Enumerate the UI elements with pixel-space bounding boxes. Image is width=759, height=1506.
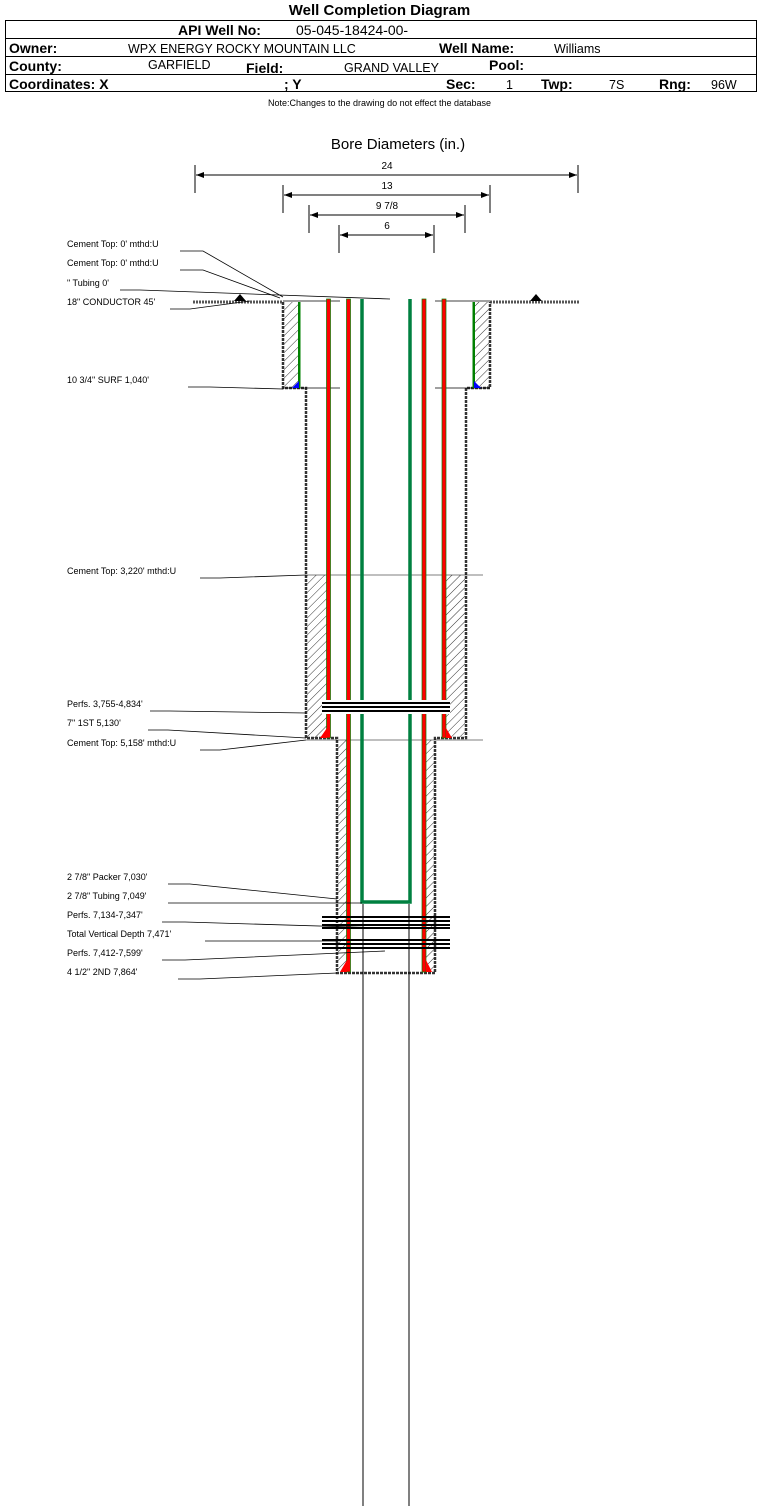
label-cement-top-0-b: Cement Top: 0' mthd:U (67, 258, 159, 268)
bore-dimension-label: 6 (384, 221, 390, 232)
cement (284, 302, 489, 972)
owner-row: Owner: WPX ENERGY ROCKY MOUNTAIN LLC Wel… (6, 39, 756, 57)
well-info-table: API Well No: 05-045-18424-00- Owner: WPX… (5, 20, 757, 92)
label-perfs-3: Perfs. 7,412-7,599' (67, 948, 143, 958)
label-cement-top-3220: Cement Top: 3,220' mthd:U (67, 566, 176, 576)
label-conductor: 18" CONDUCTOR 45' (67, 297, 156, 307)
label-perfs-1: Perfs. 3,755-4,834' (67, 699, 143, 709)
leader-lines (120, 250, 391, 980)
sec-value: 1 (506, 78, 513, 92)
label-7in-casing: 7" 1ST 5,130' (67, 718, 121, 728)
label-packer: 2 7/8" Packer 7,030' (67, 872, 148, 882)
twp-label: Twp: (541, 76, 573, 92)
label-perfs-2: Perfs. 7,134-7,347' (67, 910, 143, 920)
surface-casing (292, 302, 481, 388)
bore-dimension-9-7-8: 9 7/8 (308, 201, 466, 233)
coordinates-row: Coordinates: X ; Y Sec: 1 Twp: 7S Rng: 9… (6, 75, 756, 92)
page-title: Well Completion Diagram (288, 2, 471, 19)
sec-label: Sec: (446, 76, 476, 92)
bore-dimension-6: 6 (338, 221, 435, 253)
bore-dimension-13: 13 (282, 181, 491, 213)
county-row: County: GARFIELD Field: GRAND VALLEY Poo… (6, 57, 756, 76)
coord-y-label: ; Y (284, 76, 302, 92)
bore-diameters-title: Bore Diameters (in.) (331, 136, 465, 153)
well-name-value: Williams (554, 42, 601, 56)
bore-dimension-label: 24 (381, 161, 393, 172)
twp-value: 7S (609, 78, 625, 92)
casing-7in (320, 298, 452, 739)
coord-x-label: Coordinates: X (9, 76, 109, 92)
tubing (360, 299, 412, 1506)
county-label: County: (9, 58, 62, 74)
county-value: GARFIELD (148, 58, 211, 72)
casing-4-1-2in (340, 298, 432, 973)
bore-dimension-label: 9 7/8 (376, 201, 399, 212)
bore-dimension-24: 24 (194, 161, 579, 193)
label-production-casing: 4 1/2" 2ND 7,864' (67, 967, 138, 977)
owner-label: Owner: (9, 40, 58, 56)
rng-value: 96W (711, 78, 737, 92)
rng-label: Rng: (659, 76, 691, 92)
label-surface-casing: 10 3/4" SURF 1,040' (67, 375, 149, 385)
api-value: 05-045-18424-00- (296, 22, 409, 38)
label-tubing: 2 7/8" Tubing 7,049' (67, 891, 147, 901)
label-cement-top-5158: Cement Top: 5,158' mthd:U (67, 738, 176, 748)
perforations (322, 700, 450, 949)
field-label: Field: (246, 60, 284, 76)
pool-label: Pool: (489, 57, 524, 73)
field-value: GRAND VALLEY (344, 61, 439, 75)
label-tvd: Total Vertical Depth 7,471' (67, 929, 172, 939)
label-tubing-0: " Tubing 0' (67, 278, 109, 288)
owner-value: WPX ENERGY ROCKY MOUNTAIN LLC (128, 42, 356, 56)
ground-surface (193, 294, 580, 304)
bore-dimension-label: 13 (381, 181, 393, 192)
api-label: API Well No: (178, 22, 261, 38)
disclaimer-note: Note:Changes to the drawing do not effec… (268, 98, 491, 108)
well-name-label: Well Name: (439, 40, 515, 56)
label-cement-top-0: Cement Top: 0' mthd:U (67, 239, 159, 249)
api-row: API Well No: 05-045-18424-00- (6, 21, 756, 39)
depth-labels: Cement Top: 0' mthd:U Cement Top: 0' mth… (67, 239, 176, 977)
